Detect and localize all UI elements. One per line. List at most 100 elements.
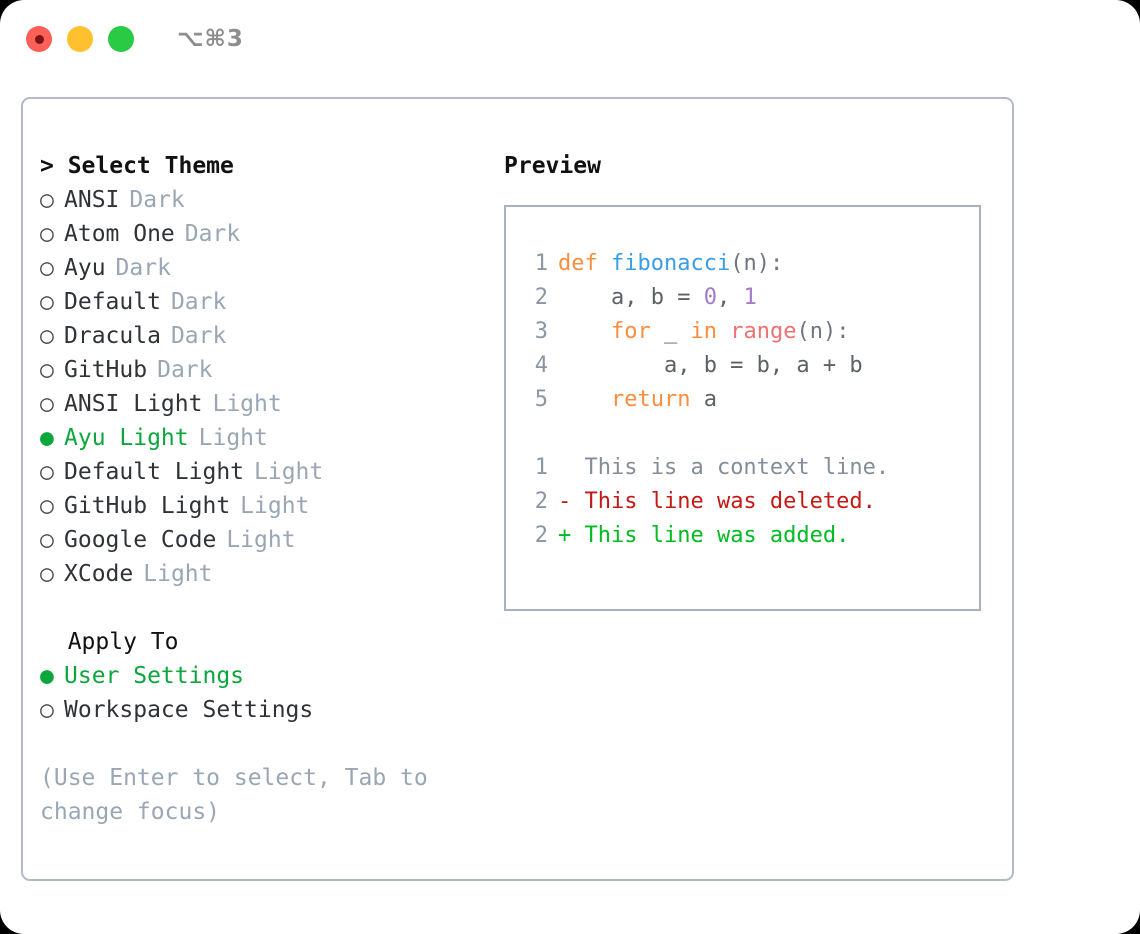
theme-option-google-code[interactable]: ○ Google Code Light: [40, 523, 500, 557]
theme-option-variant: Dark: [170, 323, 227, 349]
theme-option-variant: Dark: [129, 187, 185, 213]
line-number: 3: [534, 319, 548, 344]
line-number: 1: [534, 251, 548, 276]
theme-option-label: Ayu: [64, 255, 106, 281]
diff-text: This line was added.: [571, 523, 850, 548]
theme-option-label: XCode: [64, 561, 134, 587]
theme-option-label: Default Light: [64, 459, 245, 485]
radio-unselected-icon: ○: [40, 255, 54, 281]
diff-line-added: 2+ This line was added.: [524, 519, 979, 553]
code-token: [558, 319, 611, 344]
code-token: 0: [703, 285, 717, 310]
code-line: 3 for _ in range(n):: [524, 315, 979, 349]
theme-option-ansi[interactable]: ○ ANSI Dark: [40, 183, 500, 217]
code-token: 1: [743, 285, 757, 310]
keyboard-shortcut-label: ⌥⌘3: [177, 26, 244, 52]
radio-selected-icon: ●: [40, 663, 54, 689]
code-token: return: [610, 387, 691, 412]
keyboard-hint: (Use Enter to select, Tab to change focu…: [40, 765, 428, 825]
theme-option-label: Ayu Light: [64, 425, 189, 451]
radio-unselected-icon: ○: [40, 527, 54, 553]
close-button[interactable]: [26, 26, 52, 52]
theme-option-github-light[interactable]: ○ GitHub Light Light: [40, 489, 500, 523]
code-token: for: [610, 319, 651, 344]
theme-option-ayu[interactable]: ○ Ayu Dark: [40, 251, 500, 285]
radio-unselected-icon: ○: [40, 323, 54, 349]
theme-option-github[interactable]: ○ GitHub Dark: [40, 353, 500, 387]
radio-unselected-icon: ○: [40, 459, 54, 485]
radio-unselected-icon: ○: [40, 493, 54, 519]
apply-to-option-workspace-settings[interactable]: ○ Workspace Settings: [40, 693, 500, 727]
code-token: [717, 319, 730, 344]
code-token: a: [690, 387, 717, 412]
theme-option-label: ANSI Light: [64, 391, 203, 417]
theme-option-variant: Dark: [157, 357, 213, 383]
line-number: 1: [534, 455, 548, 480]
diff-text: This line was deleted.: [571, 489, 876, 514]
radio-unselected-icon: ○: [40, 357, 54, 383]
theme-option-default[interactable]: ○ Default Dark: [40, 285, 500, 319]
code-token: (n):: [730, 251, 784, 276]
code-line: 5 return a: [524, 383, 979, 417]
theme-option-label: GitHub Light: [64, 493, 231, 519]
diff-sample: 1 This is a context line. 2- This line wa…: [524, 451, 979, 553]
apply-to-option-list: ● User Settings ○ Workspace Settings: [40, 659, 500, 727]
radio-unselected-icon: ○: [40, 697, 54, 723]
maximize-button[interactable]: [108, 26, 134, 52]
minimize-button[interactable]: [67, 26, 93, 52]
code-token: [558, 387, 611, 412]
radio-unselected-icon: ○: [40, 561, 54, 587]
radio-unselected-icon: ○: [40, 221, 54, 247]
code-token: a, b =: [558, 285, 704, 310]
apply-to-option-label: User Settings: [64, 663, 245, 689]
theme-option-variant: Light: [226, 527, 296, 553]
apply-to-option-user-settings[interactable]: ● User Settings: [40, 659, 500, 693]
theme-option-label: Atom One: [64, 221, 175, 247]
line-number: 5: [534, 387, 548, 412]
diff-marker: [558, 455, 571, 480]
theme-option-variant: Light: [240, 493, 310, 519]
title-bar: ⌥⌘3: [0, 0, 1140, 78]
code-token: def: [558, 251, 611, 276]
theme-option-variant: Light: [143, 561, 213, 587]
code-token: in: [690, 319, 717, 344]
radio-selected-icon: ●: [40, 425, 54, 451]
theme-option-variant: Dark: [170, 289, 227, 315]
diff-marker: +: [558, 523, 572, 548]
theme-option-variant: Light: [212, 391, 282, 417]
theme-option-label: Google Code: [64, 527, 217, 553]
radio-unselected-icon: ○: [40, 187, 54, 213]
line-number: 4: [534, 353, 548, 378]
diff-line-context: 1 This is a context line.: [524, 451, 979, 485]
code-line: 2 a, b = 0, 1: [524, 281, 979, 315]
theme-option-label: ANSI: [64, 187, 120, 213]
radio-unselected-icon: ○: [40, 289, 54, 315]
theme-option-xcode[interactable]: ○ XCode Light: [40, 557, 500, 591]
diff-marker: -: [558, 489, 572, 514]
code-diff-spacer: [524, 417, 979, 451]
radio-unselected-icon: ○: [40, 391, 54, 417]
theme-option-label: GitHub: [64, 357, 148, 383]
apply-to-option-label: Workspace Settings: [64, 697, 314, 723]
code-token: ,: [716, 285, 744, 310]
select-theme-header: > Select Theme: [40, 153, 234, 179]
line-number: 2: [534, 489, 548, 514]
line-number: 2: [534, 285, 548, 310]
theme-option-label: Default: [64, 289, 161, 315]
theme-option-variant: Dark: [115, 255, 171, 281]
preview-title: Preview: [504, 153, 601, 179]
code-token: _: [650, 319, 691, 344]
code-token: (n):: [796, 319, 850, 344]
apply-to-header: Apply To: [40, 629, 179, 655]
theme-option-ansi-light[interactable]: ○ ANSI Light Light: [40, 387, 500, 421]
